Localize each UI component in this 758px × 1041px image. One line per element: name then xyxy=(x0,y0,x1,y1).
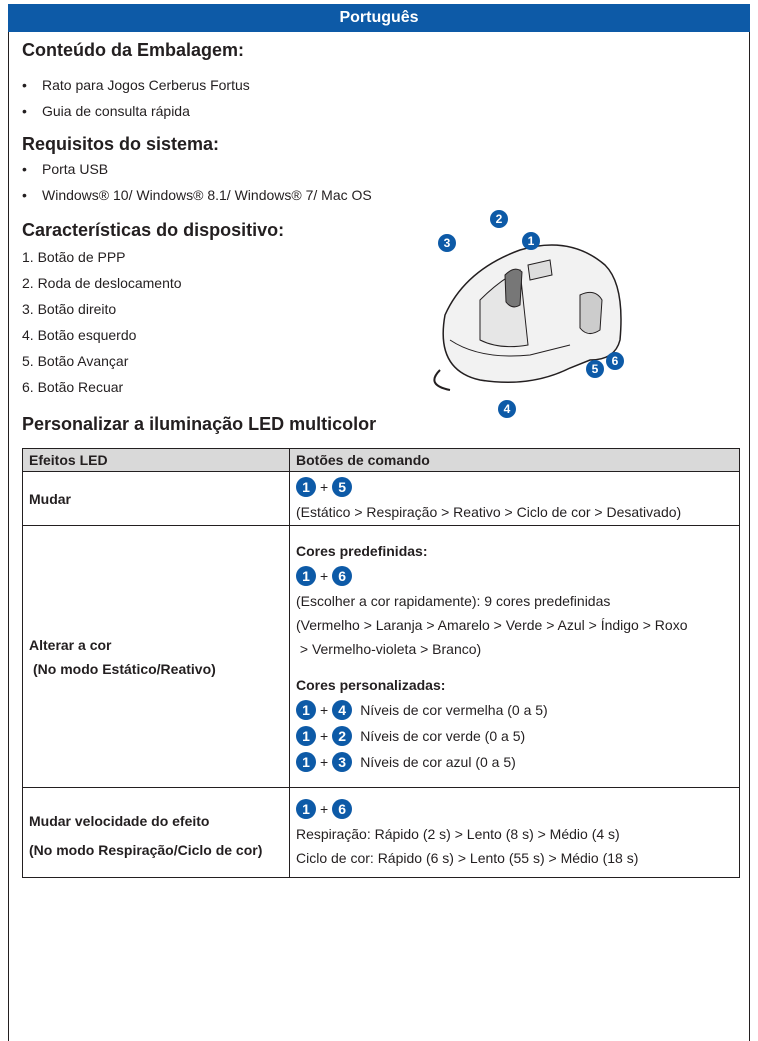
requirements-heading: Requisitos do sistema: xyxy=(22,134,220,154)
effect-mode: (No modo Estático/Reativo) xyxy=(33,660,216,677)
effect-label: Alterar a cor xyxy=(29,636,112,653)
table-row: Alterar a cor (No modo Estático/Reativo)… xyxy=(22,525,740,788)
list-item: 2. Roda de deslocamento xyxy=(22,275,182,291)
preset-description: (Escolher a cor rapidamente): 9 cores pr… xyxy=(296,592,611,609)
callout-4: 4 xyxy=(498,400,516,418)
preset-heading: Cores predefinidas: xyxy=(296,542,428,559)
column-header: Efeitos LED xyxy=(22,448,290,472)
button-number-badge: 1 xyxy=(296,798,316,819)
custom-row: 1 + 2 Níveis de cor verde (0 a 5) xyxy=(296,723,733,749)
plus-sign: + xyxy=(320,478,329,495)
effect-cell: Mudar xyxy=(22,471,290,526)
plus-sign: + xyxy=(320,727,329,744)
mouse-illustration xyxy=(433,244,622,391)
led-heading: Personalizar a iluminação LED multicolor xyxy=(22,414,377,434)
custom-row: 1 + 3 Níveis de cor azul (0 a 5) xyxy=(296,749,733,775)
callout-3: 3 xyxy=(438,234,456,252)
list-item: Guia de consulta rápida xyxy=(22,98,250,124)
button-number-badge: 1 xyxy=(296,476,316,497)
button-number-badge: 2 xyxy=(332,725,353,746)
list-item: 1. Botão de PPP xyxy=(22,249,126,265)
button-number-badge: 4 xyxy=(332,699,353,720)
button-number-badge: 1 xyxy=(296,751,316,772)
preset-color-list: (Vermelho > Laranja > Amarelo > Verde > … xyxy=(296,616,688,633)
button-combo: 1 + 5 xyxy=(296,474,733,500)
callout-6: 6 xyxy=(606,352,624,370)
command-cell: Cores predefinidas: 1 + 6 (Escolher a co… xyxy=(289,525,740,788)
button-number-badge: 1 xyxy=(296,565,316,586)
custom-row: 1 + 4 Níveis de cor vermelha (0 a 5) xyxy=(296,697,733,723)
page-frame xyxy=(8,4,750,1041)
custom-description: Níveis de cor vermelha (0 a 5) xyxy=(360,701,548,718)
list-item: Windows® 10/ Windows® 8.1/ Windows® 7/ M… xyxy=(22,182,372,208)
package-heading: Conteúdo da Embalagem: xyxy=(22,40,245,60)
command-cell: 1 + 6 Respiração: Rápido (2 s) > Lento (… xyxy=(289,787,740,878)
list-item: 6. Botão Recuar xyxy=(22,379,124,395)
callout-1: 1 xyxy=(522,232,540,250)
effect-sequence: (Estático > Respiração > Reativo > Ciclo… xyxy=(296,503,682,520)
button-combo: 1 + 6 xyxy=(296,796,733,822)
button-combo: 1 + 6 xyxy=(296,563,733,589)
list-item: Rato para Jogos Cerberus Fortus xyxy=(22,72,250,98)
column-header: Botões de comando xyxy=(289,448,740,472)
requirements-list: Porta USB Windows® 10/ Windows® 8.1/ Win… xyxy=(22,156,372,208)
list-item: 4. Botão esquerdo xyxy=(22,327,137,343)
features-heading: Características do dispositivo: xyxy=(22,220,285,240)
custom-heading: Cores personalizadas: xyxy=(296,676,446,693)
features-list: 1. Botão de PPP 2. Roda de deslocamento … xyxy=(22,244,182,400)
led-table: Efeitos LED Botões de comando Mudar 1 + … xyxy=(22,448,740,878)
callout-2: 2 xyxy=(490,210,508,228)
button-number-badge: 1 xyxy=(296,725,316,746)
plus-sign: + xyxy=(320,753,329,770)
speed-breathing: Respiração: Rápido (2 s) > Lento (8 s) >… xyxy=(296,825,620,842)
list-item: 3. Botão direito xyxy=(22,301,117,317)
callout-5: 5 xyxy=(586,360,604,378)
custom-description: Níveis de cor azul (0 a 5) xyxy=(360,753,516,770)
preset-color-list-cont: > Vermelho-violeta > Branco) xyxy=(296,640,482,657)
effect-label: Mudar velocidade do efeito xyxy=(29,812,210,829)
table-row: Mudar velocidade do efeito (No modo Resp… xyxy=(22,787,740,878)
effect-cell: Mudar velocidade do efeito (No modo Resp… xyxy=(22,787,290,878)
mouse-diagram: 2 1 3 5 6 4 xyxy=(420,210,650,420)
effect-cell: Alterar a cor (No modo Estático/Reativo) xyxy=(22,525,290,788)
list-item: Porta USB xyxy=(22,156,372,182)
plus-sign: + xyxy=(320,701,329,718)
button-number-badge: 6 xyxy=(332,565,353,586)
speed-color-cycle: Ciclo de cor: Rápido (6 s) > Lento (55 s… xyxy=(296,849,639,866)
effect-mode: (No modo Respiração/Ciclo de cor) xyxy=(29,841,263,858)
command-cell: 1 + 5 (Estático > Respiração > Reativo >… xyxy=(289,471,740,526)
custom-description: Níveis de cor verde (0 a 5) xyxy=(360,727,526,744)
plus-sign: + xyxy=(320,800,329,817)
button-number-badge: 5 xyxy=(332,476,353,497)
table-header-row: Efeitos LED Botões de comando xyxy=(22,448,740,472)
list-item: 5. Botão Avançar xyxy=(22,353,129,369)
table-row: Mudar 1 + 5 (Estático > Respiração > Rea… xyxy=(22,471,740,526)
package-list: Rato para Jogos Cerberus Fortus Guia de … xyxy=(22,72,250,124)
button-number-badge: 1 xyxy=(296,699,316,720)
language-banner: Português xyxy=(8,4,750,32)
button-number-badge: 6 xyxy=(332,798,353,819)
button-number-badge: 3 xyxy=(332,751,353,772)
plus-sign: + xyxy=(320,567,329,584)
